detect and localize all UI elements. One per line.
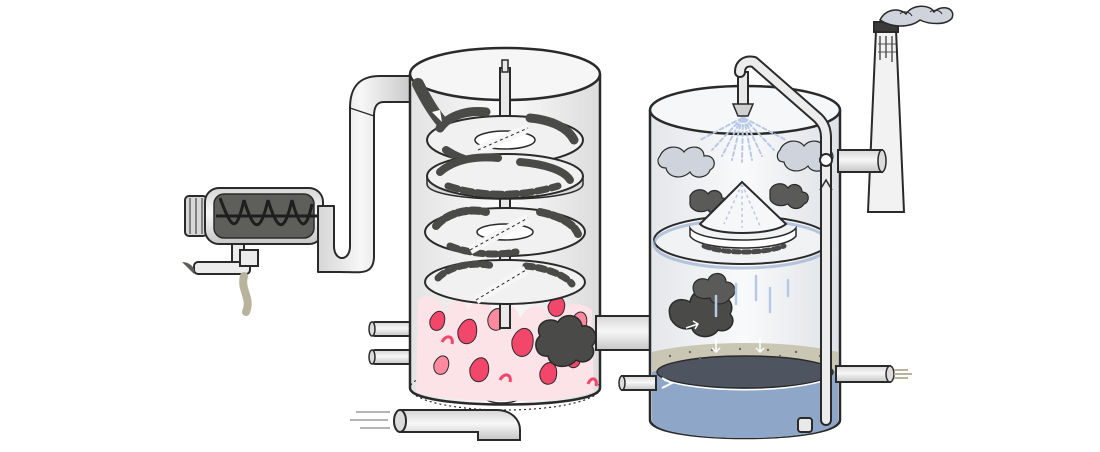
scrubber-tray [652, 180, 832, 270]
water-spray [699, 117, 787, 163]
flow-arrows [685, 320, 765, 354]
hearth-trays [424, 107, 586, 305]
recirculation-loop [734, 55, 833, 433]
tray-4 [424, 259, 586, 305]
water-pool [652, 343, 838, 438]
spray-nozzle [699, 71, 787, 163]
furnace-smoke [535, 314, 597, 368]
feed-pipe [317, 75, 415, 274]
tray-3 [424, 206, 586, 258]
scrubber-smoke [657, 140, 834, 338]
tray-2 [426, 153, 584, 200]
falling-water [714, 274, 790, 318]
multi-hearth-furnace [408, 46, 602, 411]
stack-pipe [837, 149, 887, 173]
chimney-stack [866, 21, 906, 213]
wet-scrubber [618, 55, 842, 440]
screw-flights [218, 197, 314, 227]
drain-outlet [835, 365, 912, 383]
screw-feeder [182, 187, 324, 316]
smoke-plume [879, 5, 954, 27]
ash-outlet-pipe [350, 409, 521, 441]
